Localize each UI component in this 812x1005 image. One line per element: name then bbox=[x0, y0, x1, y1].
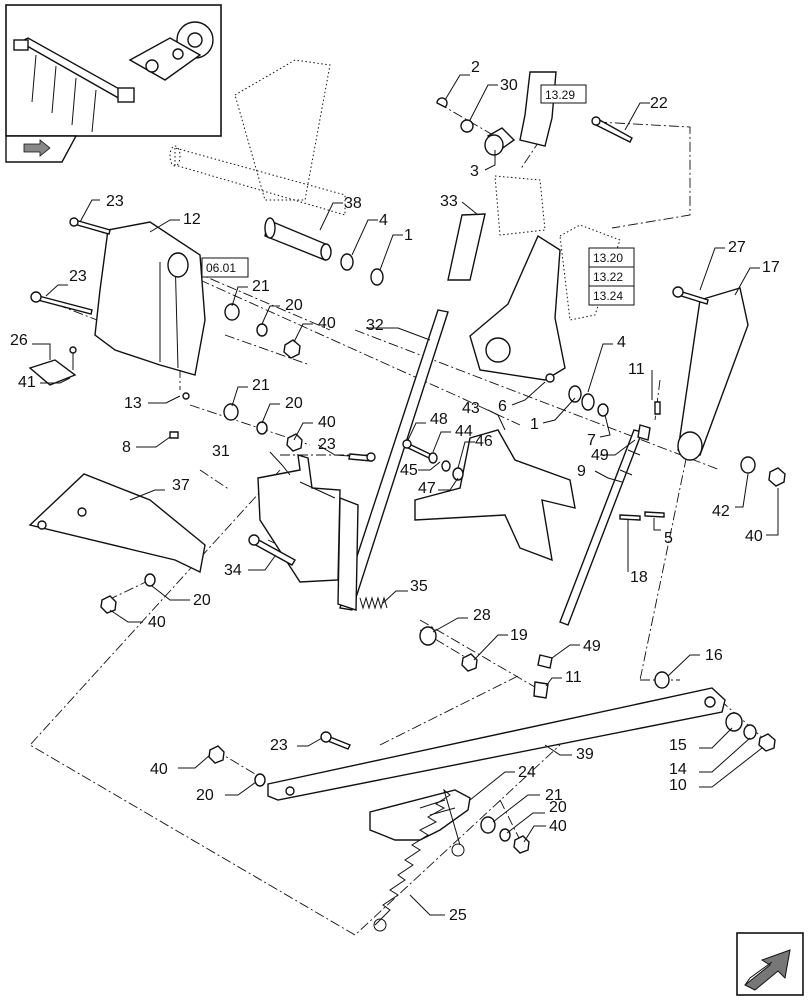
callout-11: 11 bbox=[628, 361, 645, 378]
callout-40d: 40 bbox=[148, 614, 166, 631]
callout-43: 43 bbox=[462, 400, 480, 417]
callout-40: 40 bbox=[318, 315, 336, 332]
callout-31: 31 bbox=[212, 443, 230, 460]
callout-48: 48 bbox=[430, 411, 448, 428]
next-page-icon[interactable] bbox=[736, 932, 804, 996]
svg-text:13.22: 13.22 bbox=[593, 270, 623, 284]
ref-box-13-24[interactable]: 13.24 bbox=[588, 285, 635, 306]
callout-17: 17 bbox=[762, 259, 780, 276]
callout-25: 25 bbox=[449, 907, 467, 924]
callout-44: 44 bbox=[455, 423, 473, 440]
callout-21b: 21 bbox=[252, 377, 270, 394]
callout-23: 23 bbox=[106, 193, 124, 210]
callout-40e: 40 bbox=[150, 761, 168, 778]
callout-2: 2 bbox=[471, 59, 480, 76]
callout-34: 34 bbox=[224, 562, 242, 579]
callout-42: 42 bbox=[712, 503, 730, 520]
callout-20e: 20 bbox=[549, 799, 567, 816]
callout-1: 1 bbox=[404, 227, 413, 244]
callout-3: 3 bbox=[470, 163, 479, 180]
callout-37: 37 bbox=[172, 477, 190, 494]
leader-lines bbox=[32, 74, 779, 916]
ref-box-13-20[interactable]: 13.20 bbox=[588, 247, 635, 268]
callout-11b: 11 bbox=[565, 669, 582, 686]
svg-text:13.29: 13.29 bbox=[545, 88, 575, 102]
callout-20c: 20 bbox=[193, 592, 211, 609]
callout-16: 16 bbox=[705, 647, 723, 664]
assembly-thumbnail bbox=[5, 4, 222, 137]
callout-22: 22 bbox=[650, 95, 668, 112]
reference-boxes[interactable]: 13.29 13.20 13.22 13.24 06.01 bbox=[201, 84, 635, 306]
callout-12: 12 bbox=[183, 211, 201, 228]
callout-33: 33 bbox=[440, 193, 458, 210]
callout-47: 47 bbox=[418, 480, 436, 497]
callout-49: 49 bbox=[591, 447, 609, 464]
svg-text:13.24: 13.24 bbox=[593, 289, 623, 303]
callout-23d: 23 bbox=[270, 737, 288, 754]
callout-6: 6 bbox=[498, 398, 507, 415]
callout-9: 9 bbox=[577, 463, 586, 480]
callout-20: 20 bbox=[285, 297, 303, 314]
svg-text:13.20: 13.20 bbox=[593, 251, 623, 265]
callout-40b: 40 bbox=[318, 414, 336, 431]
callout-32: 32 bbox=[366, 317, 384, 334]
callout-45: 45 bbox=[400, 462, 418, 479]
callout-41: 41 bbox=[18, 374, 36, 391]
callout-19: 19 bbox=[510, 627, 528, 644]
view-tab[interactable] bbox=[5, 135, 78, 163]
callout-23c: 23 bbox=[318, 436, 336, 453]
callout-38: 38 bbox=[344, 195, 362, 212]
callout-26: 26 bbox=[10, 332, 28, 349]
callout-30: 30 bbox=[500, 77, 518, 94]
ref-box-13-29[interactable]: 13.29 bbox=[540, 84, 587, 104]
callout-13: 13 bbox=[124, 395, 142, 412]
callout-23b: 23 bbox=[69, 268, 87, 285]
ref-box-06-01[interactable]: 06.01 bbox=[201, 257, 249, 278]
callout-1b: 1 bbox=[530, 416, 539, 433]
callout-39: 39 bbox=[576, 746, 594, 763]
callout-numbers: 2 30 3 22 38 4 1 33 23 12 27 17 21 20 40… bbox=[10, 59, 780, 924]
callout-24: 24 bbox=[518, 764, 536, 781]
callout-40f: 40 bbox=[549, 818, 567, 835]
callout-21: 21 bbox=[252, 278, 270, 295]
ref-box-13-22[interactable]: 13.22 bbox=[588, 266, 635, 287]
callout-49b: 49 bbox=[583, 638, 601, 655]
callout-46: 46 bbox=[475, 433, 493, 450]
callout-20b: 20 bbox=[285, 395, 303, 412]
callout-4b: 4 bbox=[617, 334, 626, 351]
callout-8: 8 bbox=[122, 439, 131, 456]
callout-15: 15 bbox=[669, 737, 687, 754]
callout-5: 5 bbox=[664, 530, 673, 547]
callout-27: 27 bbox=[728, 239, 746, 256]
callout-18: 18 bbox=[630, 569, 648, 586]
callout-14: 14 bbox=[669, 761, 687, 778]
callout-10: 10 bbox=[669, 777, 687, 794]
parts bbox=[28, 71, 786, 932]
callout-4: 4 bbox=[379, 212, 388, 229]
callout-35: 35 bbox=[410, 578, 428, 595]
svg-text:06.01: 06.01 bbox=[206, 261, 236, 275]
callout-7: 7 bbox=[587, 432, 596, 449]
callout-20d: 20 bbox=[196, 787, 214, 804]
callout-21c: 21 bbox=[545, 787, 563, 804]
callout-28: 28 bbox=[473, 607, 491, 624]
callout-40c: 40 bbox=[745, 528, 763, 545]
